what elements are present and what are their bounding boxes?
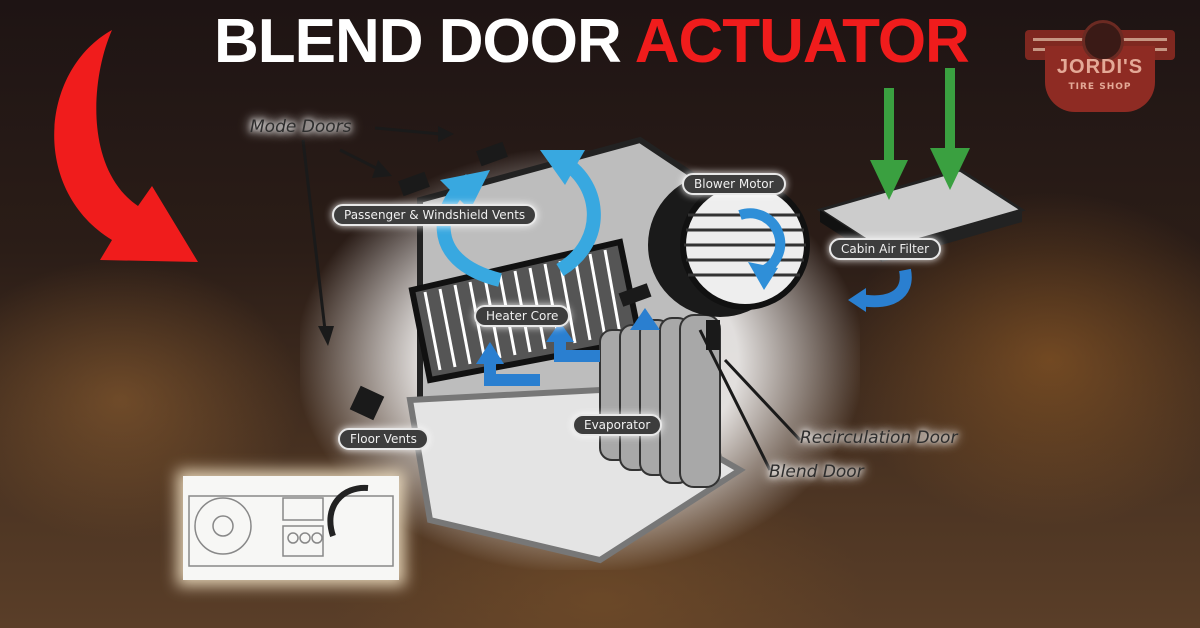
label-floor-vents: Floor Vents — [338, 428, 429, 450]
label-recirculation-door: Recirculation Door — [800, 428, 958, 448]
label-blower-motor: Blower Motor — [682, 173, 786, 195]
logo-subtitle: TIRE SHOP — [1068, 82, 1132, 92]
intake-arrow-icon — [870, 68, 970, 200]
label-mode-doors: Mode Doors — [250, 117, 352, 137]
page-title: BLEND DOOR ACTUATOR — [214, 2, 970, 82]
dashboard-illustration — [183, 476, 399, 580]
label-cabin-air-filter: Cabin Air Filter — [829, 238, 942, 260]
rotation-arrow-icon — [738, 208, 786, 277]
pointer-line — [301, 126, 802, 471]
title-red: ACTUATOR — [634, 7, 970, 76]
logo-name: JORDI'S — [1056, 56, 1144, 78]
title-white: BLEND DOOR — [214, 7, 635, 76]
label-blend-door: Blend Door — [769, 462, 864, 482]
label-heater-core: Heater Core — [474, 305, 571, 327]
blower-motor-graphic — [648, 173, 810, 317]
label-evaporator: Evaporator — [572, 414, 663, 436]
tire-icon — [1082, 20, 1124, 62]
red-curved-arrow-icon — [54, 30, 198, 262]
airflow-arrow-icon — [484, 268, 912, 386]
brand-logo: JORDI'S TIRE SHOP — [1025, 18, 1175, 114]
label-passenger-windshield-vents: Passenger & Windshield Vents — [332, 204, 538, 226]
